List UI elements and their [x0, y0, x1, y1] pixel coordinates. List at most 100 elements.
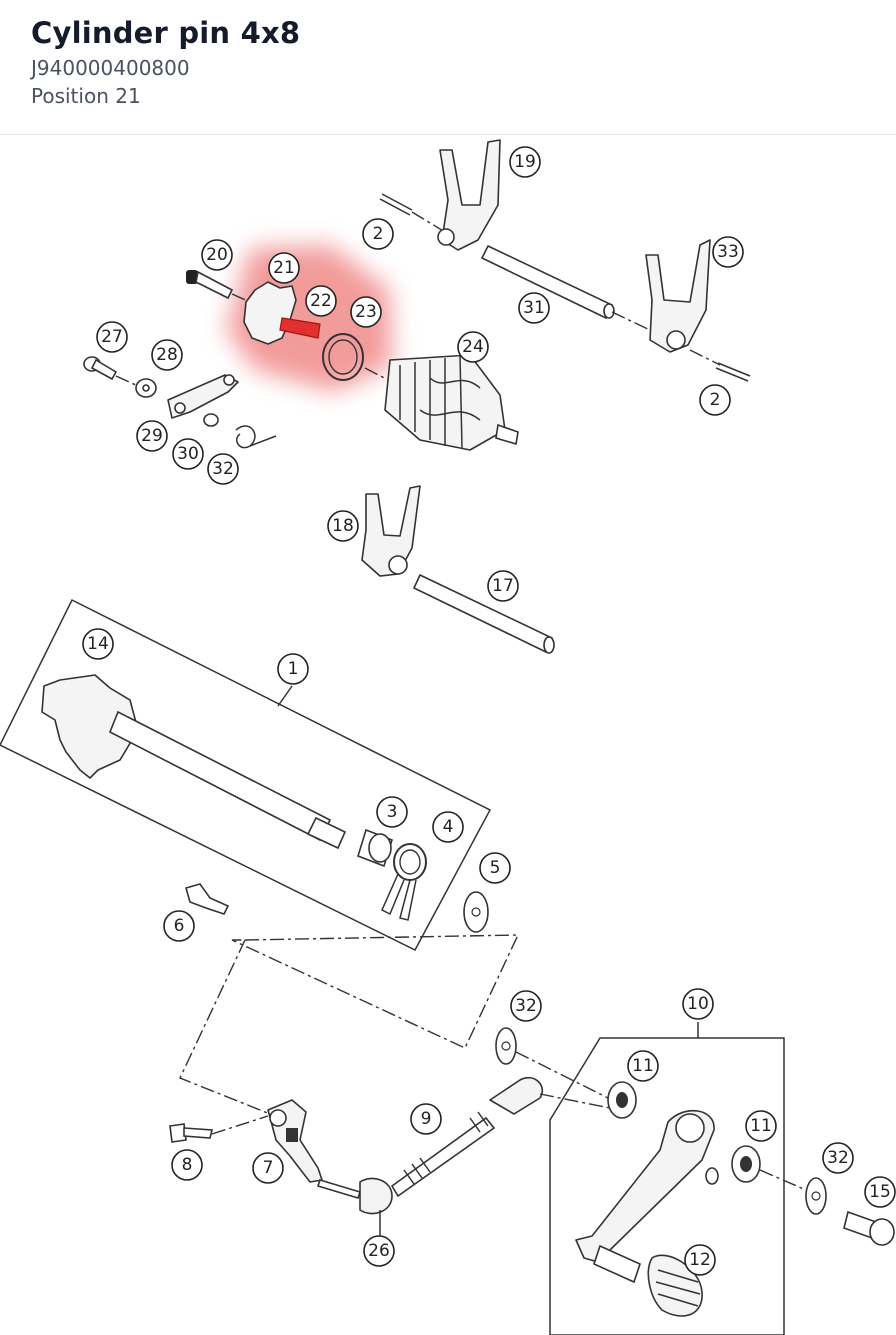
- callout-28[interactable]: 29: [136, 420, 168, 452]
- svg-text:22: 22: [310, 291, 332, 311]
- shift-fork-part: [437, 139, 501, 251]
- svg-text:3: 3: [387, 802, 398, 822]
- callout-11[interactable]: 11: [745, 1110, 777, 1142]
- callout-27[interactable]: 28: [151, 339, 183, 371]
- callout-2[interactable]: 2: [362, 218, 394, 250]
- cylinder-pin-part: [279, 317, 321, 339]
- svg-text:14: 14: [87, 634, 109, 654]
- callout-14[interactable]: 14: [82, 628, 114, 660]
- callout-19[interactable]: 20: [201, 239, 233, 271]
- svg-text:27: 27: [101, 327, 123, 347]
- callout-23[interactable]: 24: [457, 331, 489, 363]
- callout-21[interactable]: 22: [305, 285, 337, 317]
- washer-part: [805, 1177, 827, 1215]
- shift-linkage-rod-part: [316, 1076, 544, 1236]
- callout-32[interactable]: 32: [822, 1142, 854, 1174]
- exploded-parts-diagram: 19 2 33 20 21 22 23 31 27 24 28 2 29 30 …: [0, 139, 896, 1335]
- svg-text:2: 2: [710, 390, 721, 410]
- shift-fork-part: [645, 239, 711, 353]
- svg-text:1: 1: [288, 659, 299, 679]
- callout-4[interactable]: 4: [432, 811, 464, 843]
- spring-part: [235, 425, 277, 449]
- svg-text:33: 33: [717, 242, 739, 262]
- callout-2[interactable]: 2: [699, 384, 731, 416]
- svg-text:8: 8: [182, 1155, 193, 1175]
- callout-8[interactable]: 8: [171, 1149, 203, 1181]
- callout-20[interactable]: 21: [268, 252, 300, 284]
- callout-18[interactable]: 18: [327, 510, 359, 542]
- spring-part: [379, 193, 446, 233]
- callout-11[interactable]: 11: [627, 1050, 659, 1082]
- svg-text:23: 23: [355, 302, 377, 322]
- svg-text:32: 32: [827, 1148, 849, 1168]
- shift-rod-part: [480, 244, 651, 331]
- svg-text:30: 30: [177, 444, 199, 464]
- callout-7[interactable]: 7: [252, 1152, 284, 1184]
- lever-part: [167, 374, 239, 419]
- svg-text:20: 20: [206, 245, 228, 265]
- svg-text:5: 5: [490, 858, 501, 878]
- gear-lever-part: [575, 1109, 719, 1284]
- washer-part: [495, 1027, 517, 1065]
- assembly-guide-line: [539, 1093, 611, 1109]
- pin-part: [185, 883, 230, 915]
- part-number: J940000400800: [31, 56, 190, 80]
- callout-26[interactable]: 27: [96, 321, 128, 353]
- svg-text:15: 15: [869, 1182, 891, 1202]
- bushing-part: [357, 828, 393, 868]
- callout-29[interactable]: 30: [172, 438, 204, 470]
- svg-text:9: 9: [421, 1109, 432, 1129]
- svg-text:17: 17: [492, 576, 514, 596]
- shift-drum-part: [384, 354, 519, 451]
- svg-text:19: 19: [514, 152, 536, 172]
- spring-part: [689, 349, 751, 382]
- callout-24[interactable]: 26: [363, 1235, 395, 1267]
- callout-3[interactable]: 3: [376, 796, 408, 828]
- ring-part: [322, 333, 364, 381]
- screw-part: [186, 270, 251, 303]
- svg-text:31: 31: [523, 298, 545, 318]
- callout-22[interactable]: 23: [350, 296, 382, 328]
- svg-text:6: 6: [174, 916, 185, 936]
- svg-text:24: 24: [462, 337, 484, 357]
- shift-rod-part: [412, 573, 555, 654]
- svg-text:18: 18: [332, 516, 354, 536]
- callout-9[interactable]: 9: [410, 1103, 442, 1135]
- shift-shaft-part: [41, 674, 347, 850]
- shift-shaft-assembly-frame: [0, 598, 492, 951]
- washer-part: [203, 413, 219, 427]
- callout-12[interactable]: 12: [684, 1244, 716, 1276]
- callout-1[interactable]: 1: [277, 653, 309, 685]
- svg-text:21: 21: [273, 258, 295, 278]
- callout-30[interactable]: 32: [207, 453, 239, 485]
- assembly-guide-line: [515, 1051, 613, 1101]
- svg-text:32: 32: [212, 459, 234, 479]
- callout-32[interactable]: 32: [510, 990, 542, 1022]
- torsion-spring-part: [381, 843, 427, 921]
- svg-text:26: 26: [368, 1241, 390, 1261]
- callout-31[interactable]: 31: [518, 292, 550, 324]
- part-position: Position 21: [31, 84, 141, 108]
- washer-part: [463, 891, 489, 933]
- part-header: Cylinder pin 4x8 J940000400800 Position …: [0, 0, 896, 135]
- svg-text:2: 2: [373, 224, 384, 244]
- bolt-part: [843, 1210, 895, 1246]
- callout-5[interactable]: 5: [479, 852, 511, 884]
- assembly-guide-line: [759, 1169, 807, 1191]
- gear-lever-assembly-frame: [549, 1022, 785, 1335]
- svg-text:32: 32: [515, 996, 537, 1016]
- svg-text:11: 11: [632, 1056, 654, 1076]
- callout-6[interactable]: 6: [163, 910, 195, 942]
- callout-16[interactable]: 19: [509, 146, 541, 178]
- callout-15[interactable]: 15: [864, 1176, 896, 1208]
- svg-text:12: 12: [689, 1250, 711, 1270]
- callout-17[interactable]: 17: [487, 570, 519, 602]
- callout-10[interactable]: 10: [682, 988, 714, 1020]
- assembly-guide-line: [179, 934, 520, 1117]
- part-title: Cylinder pin 4x8: [31, 16, 301, 50]
- bearing-part: [607, 1081, 637, 1119]
- svg-text:7: 7: [263, 1158, 274, 1178]
- svg-text:4: 4: [443, 817, 454, 837]
- washer-part: [135, 378, 157, 398]
- callout-33[interactable]: 33: [712, 236, 744, 268]
